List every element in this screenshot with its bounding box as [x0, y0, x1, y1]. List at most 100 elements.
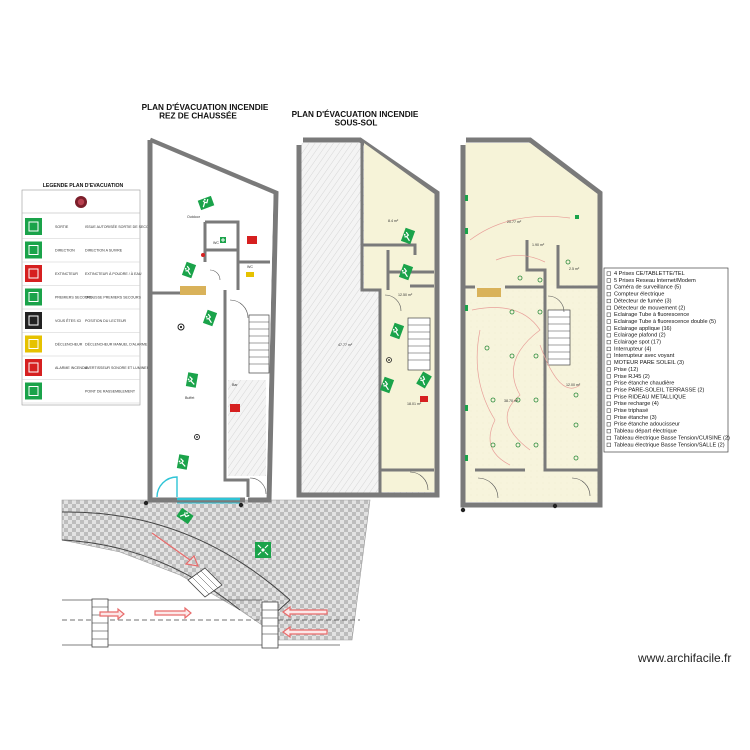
- basement-main-area: 47.77 m²: [338, 343, 353, 347]
- legend-title: LEGENDE PLAN D'EVACUATION: [43, 183, 124, 189]
- alarm-button-icon: [25, 335, 42, 353]
- floor-marker-icon: [238, 502, 244, 508]
- basement-room3-area: 12.50 m²: [398, 293, 413, 297]
- legend-symbol-icon: [606, 435, 611, 441]
- legend-symbol-icon: [606, 319, 611, 324]
- small-fixture-glyphs: [465, 195, 579, 461]
- legend-symbol-icon: [606, 388, 611, 393]
- wc1-label: WC: [213, 241, 219, 245]
- elec-small2-area: 2.5 m²: [569, 267, 580, 271]
- bar-label: Bar: [232, 383, 238, 387]
- legend-row-name: VOUS ÊTES ICI: [55, 318, 81, 323]
- stair-ramp: [187, 567, 223, 598]
- electrical-legend-item: Prise étanche adoucisseur: [606, 422, 680, 428]
- wc2-label: WC: [247, 265, 253, 269]
- electrical-legend-item: 4 Prises CE/TABLETTE/TEL: [606, 271, 685, 277]
- ground-floor-title-line2: REZ DE CHAUSSÉE: [159, 111, 237, 121]
- legend-row: POINT DE RASSEMBLEMENT: [22, 382, 140, 404]
- legend-row-desc: POSITION DU LECTEUR: [85, 319, 127, 323]
- electrical-legend-item: Compteur électrique: [606, 292, 664, 298]
- electrical-legend-label: Tableau électrique Basse Tension/SALLE (…: [614, 442, 725, 448]
- legend-row-desc: TROUSSE PREMIERS SECOURS: [85, 296, 142, 300]
- stairs-basement: [407, 317, 431, 371]
- elec-small1-area: 1.90 m²: [532, 243, 545, 247]
- electrical-legend-item: MOTEUR PARE SOLEIL (3): [606, 360, 684, 366]
- legend-row-desc: ISSUE AUTORISÉE SORTIE DE SECOURS: [85, 224, 157, 229]
- basement-title-line1: PLAN D'ÉVACUATION INCENDIE: [292, 109, 419, 119]
- basement-title: PLAN D'ÉVACUATION INCENDIE SOUS-SOL: [292, 109, 419, 128]
- legend-symbol-icon: [606, 394, 611, 399]
- electrical-legend-label: Interrupteur avec voyant: [614, 353, 675, 359]
- electrical-legend-label: Tableau électrique Basse Tension/CUISINE…: [614, 435, 730, 441]
- extinguisher-icon: [201, 236, 257, 412]
- electrical-legend-item: Tableau départ électrique: [606, 429, 677, 435]
- legend-row: DIRECTION DIRECTION A SUIVRE: [22, 241, 140, 263]
- electrical-legend-label: Détecteur de mouvement (2): [614, 305, 685, 311]
- electrical-legend-label: Compteur électrique: [614, 292, 664, 298]
- alarm-button-icon: [246, 272, 254, 277]
- kitchen-area: [228, 380, 266, 476]
- electrical-legend-item: Prise RJ45 (2): [606, 374, 650, 380]
- elec-side-area: 12.00 m²: [566, 383, 581, 387]
- legend-symbol-icon: [606, 381, 611, 386]
- ground-floor-title-line1: PLAN D'ÉVACUATION INCENDIE: [142, 102, 269, 112]
- legend-symbol-icon: [606, 340, 611, 345]
- electrical-legend-label: Tableau départ électrique: [614, 429, 677, 435]
- bar-counter: [180, 286, 206, 295]
- electrical-fixtures: [484, 259, 579, 461]
- electrical-legend-label: Eclairage Tube à fluorescence double (5): [614, 319, 716, 325]
- exit-sign-icon: [25, 218, 42, 235]
- assembly-point-icon: [255, 542, 271, 558]
- legend-symbol-icon: [606, 271, 611, 276]
- electrical-legend-item: Prise (12): [606, 367, 638, 373]
- assembly-point-icon: [25, 382, 42, 400]
- electrical-legend-label: Détecteur de fumée (3): [614, 298, 672, 304]
- electrical-legend-item: Eclairage plafond (2): [606, 333, 666, 339]
- arrow-down-icon: [25, 241, 42, 259]
- legend-symbol-icon: [606, 305, 611, 310]
- electrical-legend-label: Prise (12): [614, 367, 638, 373]
- basement-title-line2: SOUS-SOL: [335, 119, 378, 128]
- legend-symbol-icon: [606, 298, 611, 304]
- first-aid-icon: [25, 288, 42, 306]
- electrical-legend-label: Caméra de surveillance (5): [614, 285, 681, 291]
- basement-plan: 47.77 m² 8.4 m² 18.01 m² 12.50 m²: [296, 137, 440, 498]
- electrical-legend-label: Interrupteur (4): [614, 346, 651, 352]
- crosswalk-left: [91, 598, 109, 648]
- terrace-paving: [61, 499, 371, 641]
- legend-row-name: PREMIERS SECOURS: [55, 296, 93, 300]
- floor-marker-icon: [552, 503, 558, 509]
- ground-floor-title: PLAN D'ÉVACUATION INCENDIE REZ DE CHAUSS…: [142, 102, 269, 121]
- first-aid-icon: [220, 237, 226, 243]
- street-area: [61, 499, 371, 649]
- legend-row-name: DIRECTION: [55, 249, 75, 253]
- legend-row-desc: POINT DE RASSEMBLEMENT: [85, 390, 136, 394]
- entrance-door: [156, 476, 240, 504]
- legend-symbol-icon: [606, 442, 611, 447]
- electrical-legend-item: Prise recharge (4): [606, 401, 659, 407]
- electrical-legend-label: 5 Prises Reseau Internet/Modem: [614, 278, 696, 284]
- electrical-legend-label: Eclairage Tube à fluorescence: [614, 312, 689, 318]
- bar-counter-basement: [477, 288, 501, 297]
- legend-row-desc: DIRECTION A SUIVRE: [85, 249, 123, 253]
- outdoor-label: Outdoor: [187, 215, 201, 219]
- legend-row-name: EXTINCTEUR: [55, 272, 78, 276]
- legend-symbol-icon: [606, 292, 611, 297]
- electrical-legend-item: Tableau électrique Basse Tension/CUISINE…: [606, 435, 730, 441]
- electrical-legend-item: Prise triphasé: [606, 408, 648, 414]
- fire-alarm-icon: [25, 359, 42, 376]
- electrical-legend-item: Eclairage Tube à fluorescence: [606, 312, 689, 318]
- street-evac-arrows: [99, 532, 328, 639]
- electrical-legend-item: Détecteur de fumée (3): [606, 298, 672, 304]
- electrical-legend-label: Prise étanche chaudière: [614, 381, 674, 387]
- legend-symbol-icon: [606, 374, 611, 379]
- you-are-here-icon: [25, 312, 42, 329]
